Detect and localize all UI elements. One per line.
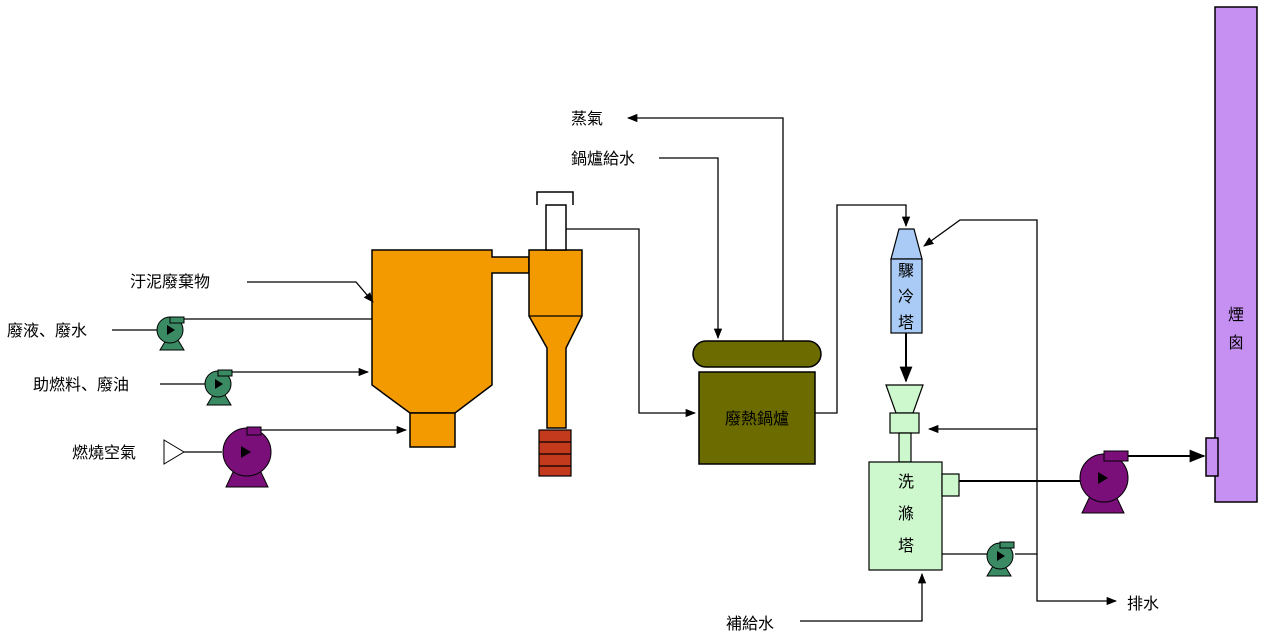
incinerator-body xyxy=(371,249,530,414)
combustion-air-fan xyxy=(163,426,272,488)
makeup-line xyxy=(800,572,927,622)
flue-to-boiler xyxy=(566,228,697,418)
label-aux-fuel: 助燃料、廢油 xyxy=(33,375,129,394)
boiler-drum xyxy=(692,340,822,368)
label-boiler-water: 鍋爐給水 xyxy=(571,149,635,168)
quench-top xyxy=(890,228,923,260)
scrubber-label-2: 滌 xyxy=(898,504,914,523)
incinerator-ash-chamber xyxy=(409,412,456,448)
boiler-label: 廢熱鍋爐 xyxy=(725,409,789,428)
drain-line xyxy=(1036,554,1118,606)
steam-line xyxy=(626,113,784,341)
scrubber-label-3: 塔 xyxy=(898,536,914,555)
cyclone-body xyxy=(528,249,583,429)
label-waste-liquid: 廢液、廢水 xyxy=(7,321,87,340)
venturi xyxy=(885,384,924,414)
scrubber-label-1: 洗 xyxy=(898,472,914,491)
ash-drum xyxy=(538,429,572,477)
scrubber: 洗 滌 塔 xyxy=(868,384,960,571)
quench-label-2: 冷 xyxy=(898,287,914,306)
stack: 煙 囪 xyxy=(1205,6,1258,503)
scrubber-body xyxy=(868,461,943,571)
stack-inlet xyxy=(1205,437,1219,477)
stack-label-2: 囪 xyxy=(1228,333,1244,352)
boiler-body xyxy=(698,371,816,465)
label-drain: 排水 xyxy=(1127,594,1159,613)
scrubber-outlet xyxy=(941,473,960,497)
recycle-riser xyxy=(923,219,1038,555)
waste-liquid-pump xyxy=(156,316,185,351)
induced-draft-fan xyxy=(1079,450,1129,514)
aux-fuel-pump xyxy=(204,369,233,406)
stack-body xyxy=(1214,6,1258,503)
cyclone xyxy=(528,191,583,429)
quench-label-1: 驟 xyxy=(898,261,914,280)
label-sludge: 汙泥廢棄物 xyxy=(130,272,210,291)
label-comb-air: 燃燒空氣 xyxy=(72,443,136,462)
quench-label-3: 塔 xyxy=(898,313,914,332)
venturi-throat xyxy=(889,412,920,434)
recycle-pump xyxy=(986,541,1015,577)
label-makeup-water: 補給水 xyxy=(726,614,774,633)
sludge-line xyxy=(247,281,374,303)
cyclone-cap xyxy=(536,191,574,205)
stack-label-1: 煙 xyxy=(1228,305,1244,324)
scrubber-neck xyxy=(898,432,912,463)
label-steam: 蒸氣 xyxy=(571,109,603,128)
waste-heat-boiler: 廢熱鍋爐 xyxy=(692,340,822,465)
cyclone-top xyxy=(545,204,567,251)
incinerator xyxy=(371,249,530,448)
quench-tower: 驟 冷 塔 xyxy=(890,228,923,334)
boiler-to-quench xyxy=(815,204,911,414)
boiler-feed-line xyxy=(659,157,723,340)
